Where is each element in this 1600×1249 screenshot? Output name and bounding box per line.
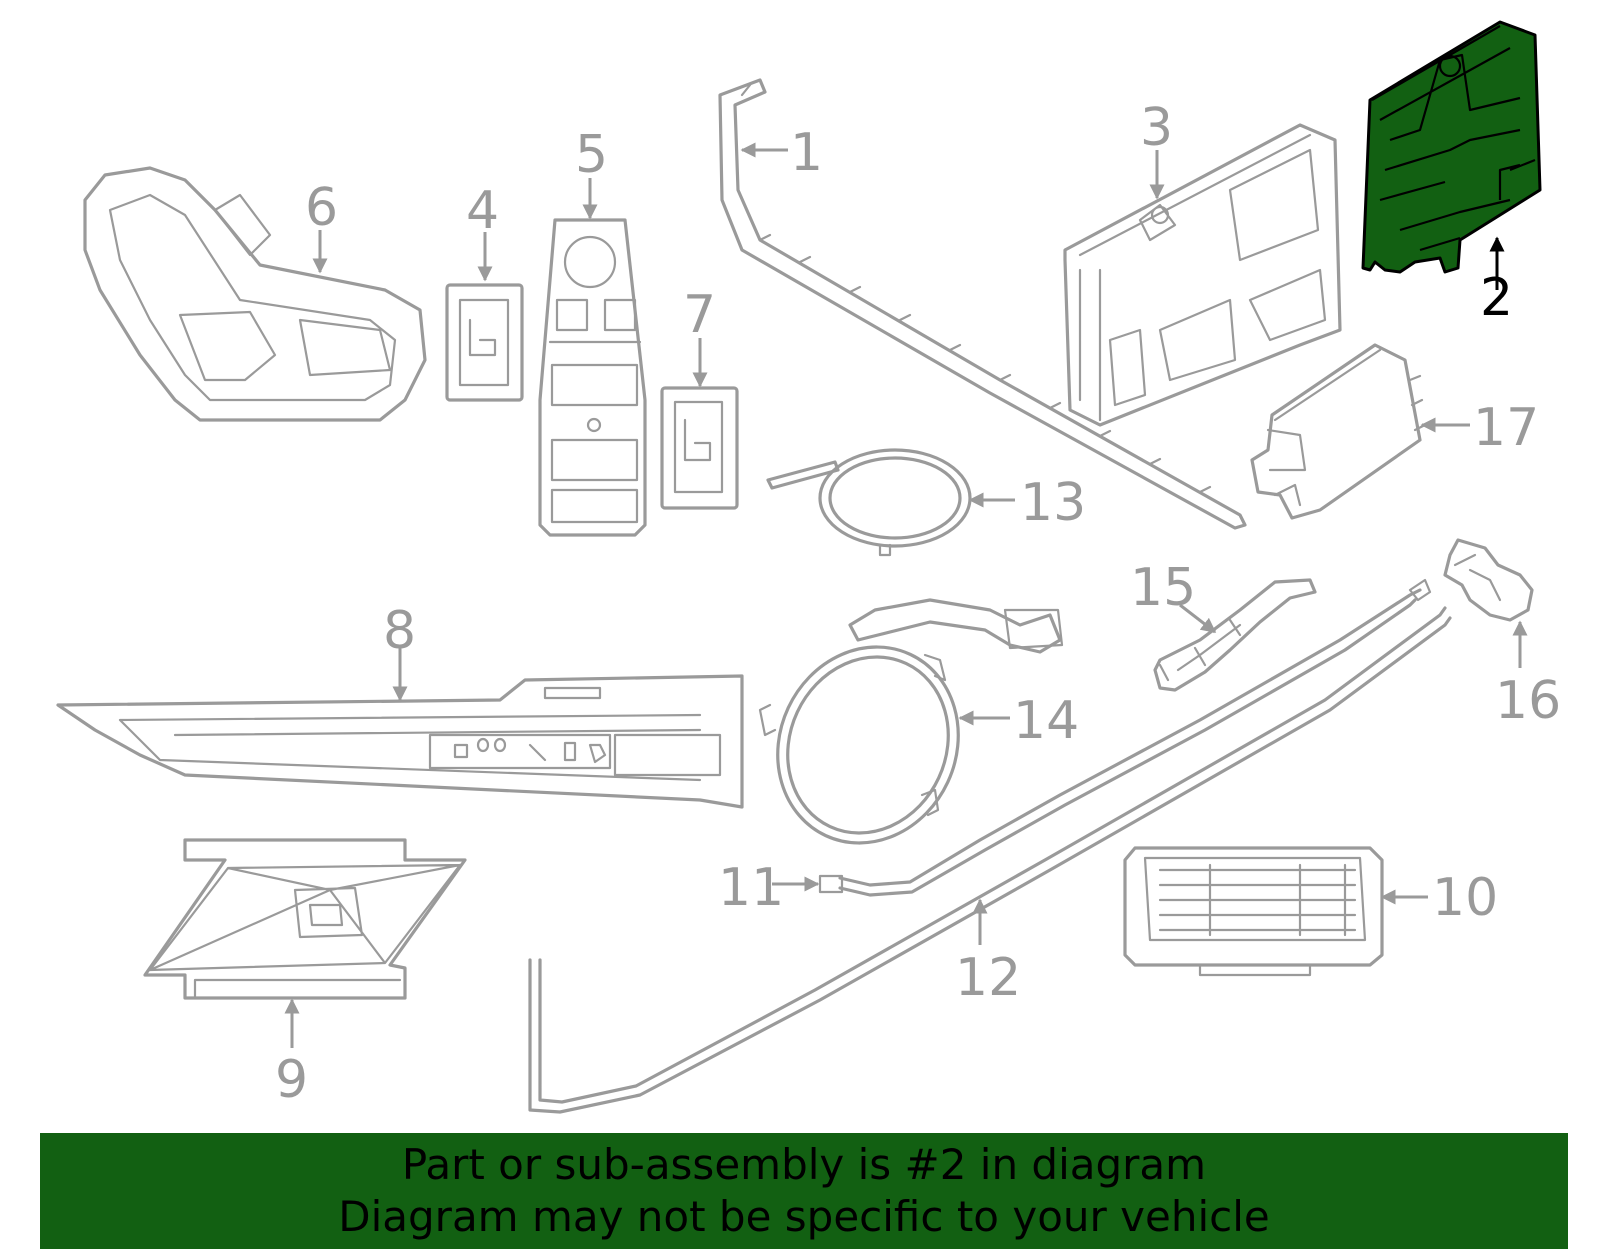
part-3-module <box>1063 123 1342 427</box>
callout-8: 8 <box>383 601 416 661</box>
callout-11: 11 <box>718 858 784 918</box>
callout-15: 15 <box>1130 558 1196 618</box>
callout-4: 4 <box>466 181 499 241</box>
part-16-sensor <box>1443 538 1534 622</box>
part-5-window-switch-panel <box>538 218 647 537</box>
part-15-bracket <box>1153 578 1317 692</box>
banner-line-1: Part or sub-assembly is #2 in diagram <box>401 1140 1207 1189</box>
part-13-coiled-wire <box>766 448 972 557</box>
callout-14: 14 <box>1013 691 1079 751</box>
part-1-trim-strip <box>718 78 1247 530</box>
callout-16: 16 <box>1495 671 1561 731</box>
callout-17: 17 <box>1473 398 1539 458</box>
callout-9: 9 <box>275 1050 308 1110</box>
part-12-cable <box>528 606 1452 1114</box>
part-9-bezel <box>143 838 467 1000</box>
info-banner: Part or sub-assembly is #2 in diagram Di… <box>40 1133 1568 1249</box>
part-2-control-module <box>1361 20 1542 274</box>
part-7-switch <box>660 386 739 510</box>
callout-7: 7 <box>683 285 716 345</box>
part-17-module <box>1250 343 1427 520</box>
banner-line-2: Diagram may not be specific to your vehi… <box>338 1192 1270 1241</box>
part-6-seat-switch <box>83 166 427 422</box>
part-14-speaker-ring <box>758 598 1064 845</box>
callout-1: 1 <box>790 123 823 183</box>
callout-2: 2 <box>1480 268 1513 328</box>
callout-13: 13 <box>1020 473 1086 533</box>
callout-5: 5 <box>575 125 608 185</box>
callout-3: 3 <box>1140 98 1173 158</box>
part-11-cable <box>818 578 1432 897</box>
callout-10: 10 <box>1432 868 1498 928</box>
callout-6: 6 <box>305 178 338 238</box>
callout-12: 12 <box>955 948 1021 1008</box>
part-10-grille <box>1123 846 1384 977</box>
part-4-switch <box>445 283 524 402</box>
part-8-door-trim <box>56 674 744 809</box>
